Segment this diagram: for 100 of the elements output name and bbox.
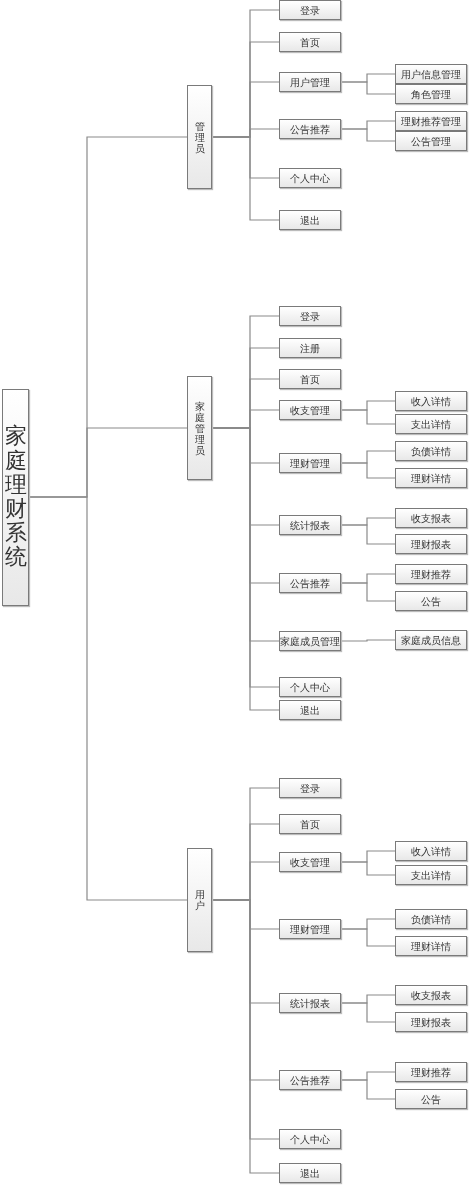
node-label: 用户管理 bbox=[290, 76, 330, 88]
connector-line bbox=[340, 1002, 396, 1023]
node-label: 理财详情 bbox=[411, 472, 451, 484]
connector-line bbox=[340, 81, 396, 95]
node-label: 登录 bbox=[300, 4, 320, 16]
module-box bbox=[395, 468, 467, 488]
node-label: 退出 bbox=[300, 704, 320, 716]
node-label: 支出详情 bbox=[411, 869, 451, 881]
role-box bbox=[187, 848, 212, 952]
node-label: 理财管理 bbox=[290, 923, 330, 935]
module-box bbox=[395, 84, 467, 104]
module-box bbox=[279, 573, 341, 593]
node-label: 家庭成员管理 bbox=[280, 635, 340, 647]
node-label: 公告 bbox=[421, 595, 441, 607]
module-box bbox=[395, 534, 467, 554]
node-label: 支出详情 bbox=[411, 418, 451, 430]
module-box bbox=[279, 700, 341, 720]
node-label: 注册 bbox=[300, 342, 320, 354]
role-box bbox=[187, 85, 212, 189]
node-label: 理财报表 bbox=[411, 1016, 451, 1028]
module-box bbox=[279, 369, 341, 389]
module-box bbox=[395, 111, 467, 131]
node-label: 退出 bbox=[300, 214, 320, 226]
node-label: 收支管理 bbox=[290, 404, 330, 416]
module-box bbox=[395, 414, 467, 434]
node-label: 登录 bbox=[300, 782, 320, 794]
module-box bbox=[395, 841, 467, 861]
node-label: 统计报表 bbox=[290, 519, 330, 531]
node-label: 公告推荐 bbox=[290, 577, 330, 589]
role-box bbox=[187, 376, 212, 480]
node-label: 统计报表 bbox=[290, 997, 330, 1009]
node-label: 理财推荐 bbox=[411, 568, 451, 580]
module-box bbox=[395, 936, 467, 956]
node-label: 用户信息管理 bbox=[401, 68, 461, 80]
connector-line bbox=[28, 496, 188, 901]
module-box bbox=[279, 306, 341, 326]
node-label: 公告推荐 bbox=[290, 1074, 330, 1086]
node-label: 负债详情 bbox=[411, 913, 451, 925]
module-box bbox=[279, 119, 341, 139]
module-box bbox=[279, 168, 341, 188]
module-box bbox=[279, 1070, 341, 1090]
root-box bbox=[2, 388, 29, 606]
node-label: 角色管理 bbox=[411, 88, 451, 100]
node-label: 家庭理财系统 bbox=[4, 424, 27, 570]
module-box bbox=[279, 852, 341, 872]
module-box bbox=[395, 591, 467, 611]
module-box bbox=[279, 400, 341, 420]
node-label: 理财推荐 bbox=[411, 1066, 451, 1078]
node-label: 个人中心 bbox=[290, 681, 330, 693]
node-label: 理财推荐管理 bbox=[401, 115, 461, 127]
connector-line bbox=[340, 128, 396, 142]
node-label: 收入详情 bbox=[411, 845, 451, 857]
node-label: 用户 bbox=[194, 889, 205, 911]
module-box bbox=[279, 814, 341, 834]
module-box bbox=[395, 1089, 467, 1109]
node-label: 公告管理 bbox=[411, 135, 451, 147]
connector-line bbox=[340, 409, 396, 425]
module-box bbox=[395, 865, 467, 885]
module-box bbox=[395, 391, 467, 411]
node-label: 收入详情 bbox=[411, 395, 451, 407]
node-label: 管理员 bbox=[194, 120, 205, 154]
module-box bbox=[279, 919, 341, 939]
node-label: 负债详情 bbox=[411, 445, 451, 457]
connector-line bbox=[340, 462, 396, 479]
module-box bbox=[279, 1129, 341, 1149]
node-label: 首页 bbox=[300, 818, 320, 830]
node-label: 个人中心 bbox=[290, 1133, 330, 1145]
node-label: 理财报表 bbox=[411, 538, 451, 550]
node-label: 家庭成员信息 bbox=[401, 634, 461, 646]
node-label: 个人中心 bbox=[290, 172, 330, 184]
module-box bbox=[279, 72, 341, 92]
connector-line bbox=[211, 136, 280, 221]
connector-line bbox=[340, 1079, 396, 1100]
module-box bbox=[395, 508, 467, 528]
node-label: 首页 bbox=[300, 373, 320, 385]
node-label: 收支报表 bbox=[411, 512, 451, 524]
connector-line bbox=[340, 582, 396, 602]
module-box bbox=[395, 630, 467, 650]
connector-line bbox=[340, 861, 396, 876]
module-box bbox=[395, 909, 467, 929]
connector-line bbox=[340, 524, 396, 545]
module-box bbox=[279, 210, 341, 230]
node-label: 理财管理 bbox=[290, 457, 330, 469]
connector-line bbox=[340, 639, 396, 642]
node-label: 退出 bbox=[300, 1167, 320, 1179]
module-box bbox=[279, 993, 341, 1013]
module-box bbox=[395, 131, 467, 151]
node-label: 收支管理 bbox=[290, 856, 330, 868]
node-label: 家庭管理员 bbox=[194, 400, 205, 456]
module-box bbox=[279, 1163, 341, 1183]
module-box bbox=[279, 0, 341, 20]
node-label: 登录 bbox=[300, 310, 320, 322]
module-box bbox=[395, 64, 467, 84]
node-label: 首页 bbox=[300, 36, 320, 48]
module-box bbox=[279, 515, 341, 535]
node-label: 收支报表 bbox=[411, 989, 451, 1001]
node-label: 公告 bbox=[421, 1093, 441, 1105]
module-box bbox=[395, 1062, 467, 1082]
module-box bbox=[279, 453, 341, 473]
module-box bbox=[395, 441, 467, 461]
